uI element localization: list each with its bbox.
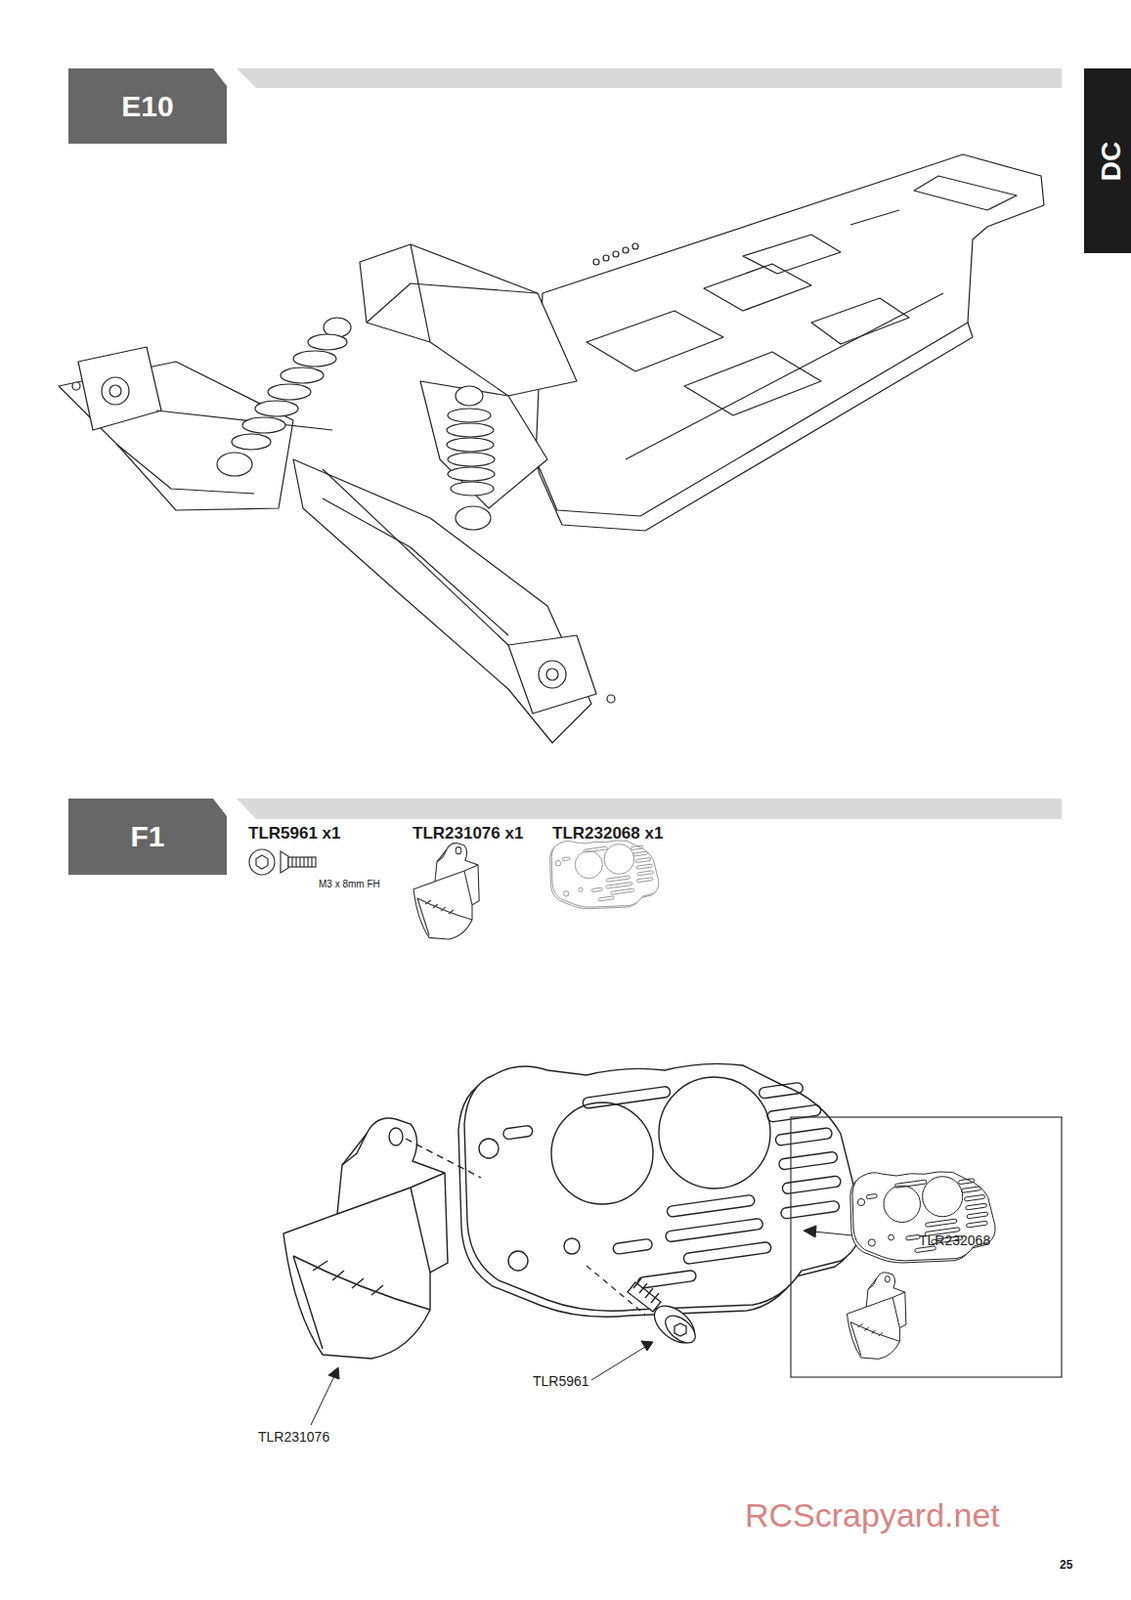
leader-line (310, 1225, 912, 1426)
section-tab: DC (1084, 68, 1131, 254)
inset-frame (790, 1117, 1062, 1378)
motor-plate-icon (550, 840, 659, 910)
inset-motor-plate (850, 1172, 996, 1263)
header-bar (236, 68, 1062, 88)
motor-guard-icon (413, 843, 479, 940)
step-number: DC (1095, 140, 1128, 180)
motor-plate (458, 1063, 862, 1317)
watermark: RCScrapyard.net (744, 1496, 1001, 1535)
part-count: TLR5961 x1 (248, 824, 342, 844)
tab-fill (68, 798, 227, 875)
page-number: 25 (1059, 1558, 1073, 1572)
part-count: TLR232068 x1 (552, 824, 663, 844)
part-callout: TLR231076 (258, 1429, 330, 1445)
tab-fill (68, 68, 227, 144)
step-tab: E10 (68, 68, 227, 144)
part-callout: TLR5961 (532, 1373, 590, 1390)
step-tab: F1 (68, 798, 227, 875)
screw (627, 1278, 701, 1350)
part-callout: TLR232068 (918, 1232, 991, 1249)
screw-size: M3 x 8mm FH (318, 878, 381, 890)
assembly-line (405, 1138, 481, 1178)
screw-icon (249, 849, 316, 875)
tab-fill (1084, 68, 1131, 254)
motor-guard (283, 1118, 448, 1359)
header-bar (236, 798, 1062, 820)
step-number: E10 (121, 89, 174, 124)
part-count: TLR231076 x1 (412, 824, 523, 844)
step-number: F1 (130, 820, 165, 854)
chassis-drawing (58, 154, 1044, 743)
inset-motor-guard (846, 1272, 906, 1360)
